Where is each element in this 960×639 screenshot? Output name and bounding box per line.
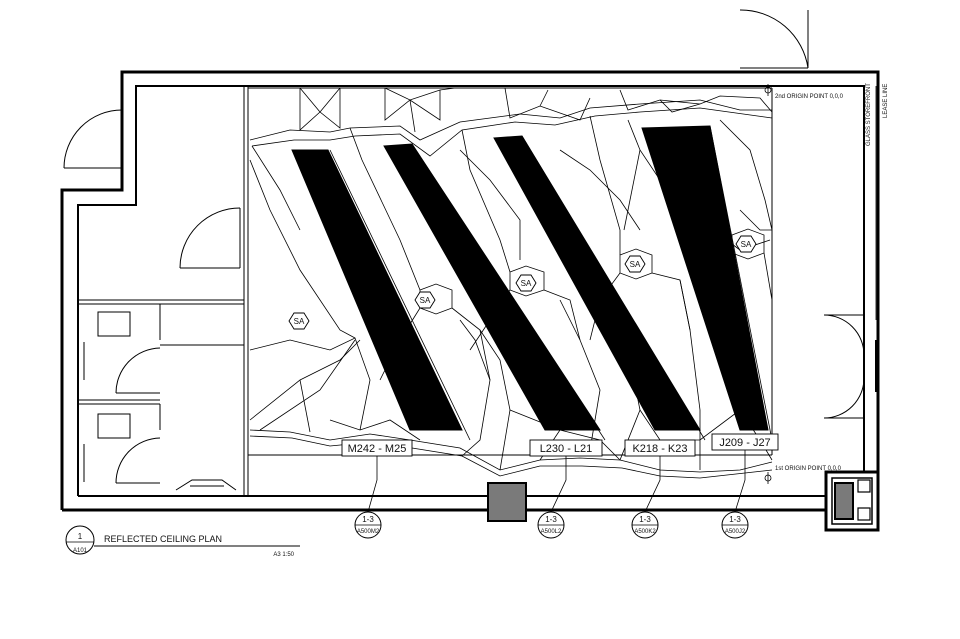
drawing-title: REFLECTED CEILING PLAN [104,534,222,544]
ceiling-band-3 [493,135,701,431]
ceiling-band-2 [383,143,601,431]
panel-range-label: K218 - K23 [624,439,696,457]
origin-point-1: 1st ORIGIN POINT 0,0,0 [764,466,842,484]
panel-tag: SA [515,274,537,292]
panel-range-label: M242 - M25 [341,439,413,457]
svg-text:SA: SA [294,317,305,326]
structural-column-right [834,482,854,520]
svg-text:SA: SA [741,240,752,249]
svg-text:2nd ORIGIN POINT 0,0,0: 2nd ORIGIN POINT 0,0,0 [775,94,844,100]
panel-range-label: L230 - L21 [529,439,603,457]
svg-text:L230 - L21: L230 - L21 [540,443,593,455]
ceiling-band-4 [641,125,769,431]
section-callouts [367,450,746,513]
section-callout: 1-3 A500K2 [631,511,659,539]
drawing-title-block: 1 A101 REFLECTED CEILING PLAN A3 1:50 [65,525,300,558]
svg-text:SA: SA [630,260,641,269]
svg-text:K218 - K23: K218 - K23 [632,443,687,455]
door-swings [63,9,877,484]
svg-text:SA: SA [420,296,431,305]
black-ceiling-bands [291,125,769,431]
section-callout: 1-3 A500J2 [721,511,749,539]
outlet-box [857,507,871,521]
drawing-scale: A3 1:50 [273,552,294,558]
drawing-number: 1 [78,532,83,541]
exterior-walls [60,70,880,532]
ceiling-band-1 [291,149,463,431]
svg-text:1-3: 1-3 [639,515,651,524]
panel-tag: SA [414,291,436,309]
origin-point-2: 2nd ORIGIN POINT 0,0,0 [764,84,844,100]
svg-text:1-3: 1-3 [729,515,741,524]
panel-range-label: J209 - J27 [711,433,779,451]
panel-tag-group: SA SA SA SA SA [288,235,757,330]
panel-range-labels: M242 - M25 L230 - L21 K218 - K23 J209 - … [341,433,779,457]
section-callout: 1-3 A500L2 [537,511,565,539]
svg-text:1-3: 1-3 [362,515,374,524]
sheet-number: A101 [73,548,88,554]
panel-tag: SA [735,235,757,253]
band-edge-lines [329,125,773,441]
panel-tag: SA [624,255,646,273]
interior-partitions [78,86,249,496]
svg-text:A500L2: A500L2 [541,529,562,535]
svg-text:1st ORIGIN POINT 0,0,0: 1st ORIGIN POINT 0,0,0 [775,466,842,472]
lease-line-note: LEASE LINE [883,84,889,118]
svg-text:1-3: 1-3 [545,515,557,524]
ceiling-facets [249,87,773,479]
svg-text:A500M2: A500M2 [357,529,380,535]
svg-text:A500K2: A500K2 [634,529,656,535]
svg-text:SA: SA [521,279,532,288]
svg-text:A500J2: A500J2 [725,529,746,535]
svg-text:M242 - M25: M242 - M25 [348,443,407,455]
section-callout: 1-3 A500M2 [354,511,382,539]
panel-tag: SA [288,312,310,330]
svg-text:J209 - J27: J209 - J27 [719,437,770,449]
glass-storefront-note: GLASS STOREFRONT [866,83,872,146]
outlet-box [857,479,871,493]
structural-column [487,482,527,522]
